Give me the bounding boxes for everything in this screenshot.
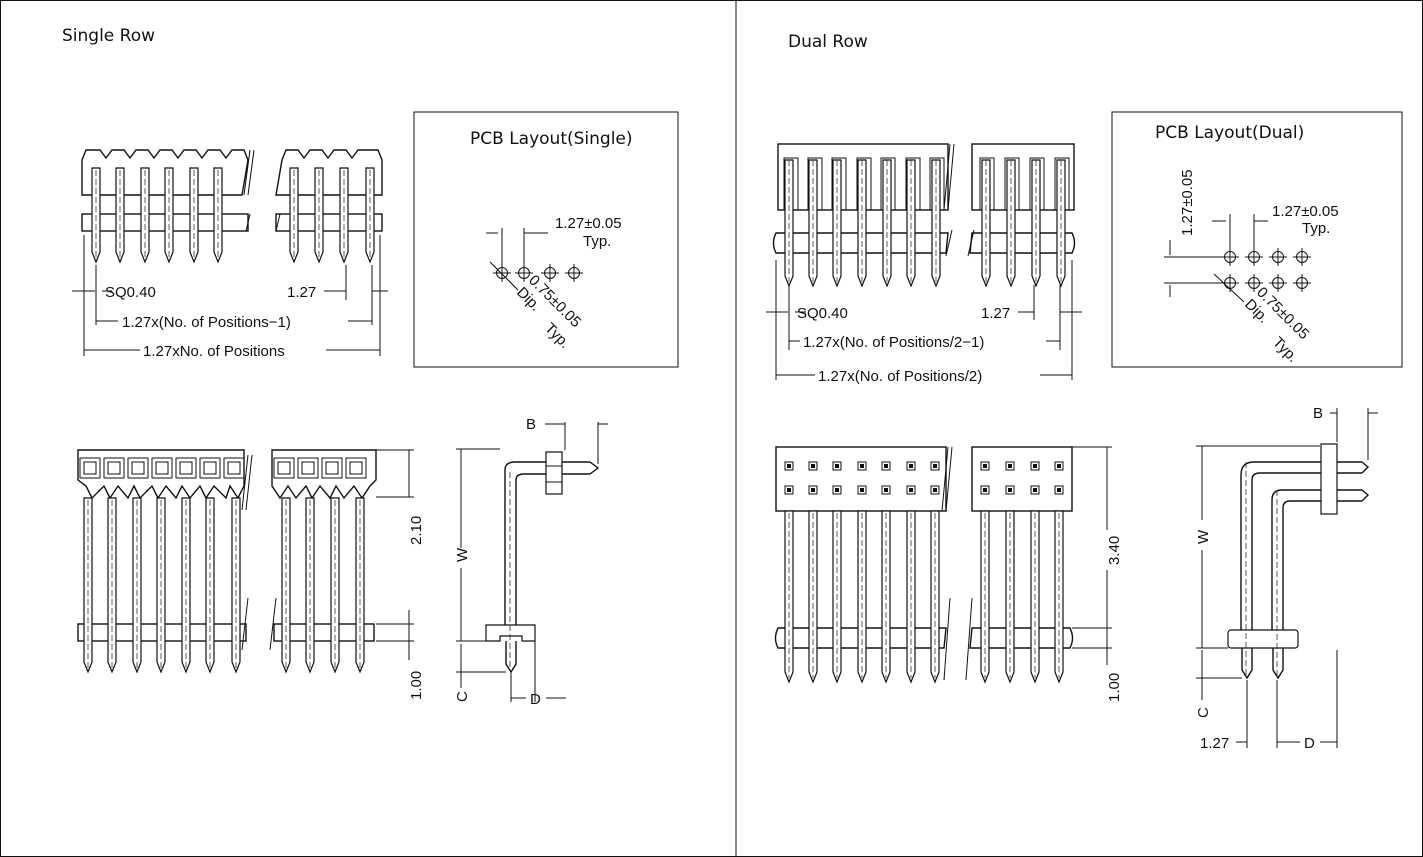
single-side-w: W (454, 547, 471, 562)
dual-top-body-right (969, 232, 1076, 254)
single-front-cell (297, 457, 319, 479)
single-front-cell (175, 457, 197, 479)
dual-pitch-dim: 1.27 (981, 305, 1010, 322)
dual-front-cell (980, 485, 990, 495)
dual-front-cell (857, 485, 867, 495)
dual-front-cell (1054, 485, 1064, 495)
single-front-view (77, 449, 377, 674)
dual-pcb-pitch-v: 1.27±0.05 (1179, 169, 1196, 236)
dual-top-housing-right (971, 143, 1075, 211)
dual-side-b: B (1313, 405, 1323, 422)
dual-row-title: Dual Row (788, 32, 868, 52)
dual-front-cell (881, 461, 891, 471)
single-side-c: C (454, 691, 471, 702)
dual-top-dims: SQ0.40 1.27 1.27x(No. of Positions/2−1) … (766, 260, 1082, 385)
single-front-cell (79, 457, 101, 479)
single-span2-dim: 1.27xNo. of Positions (143, 343, 285, 360)
dual-side-c: C (1195, 707, 1212, 718)
dual-side-pitch: 1.27 (1200, 735, 1229, 752)
dual-front-base-right (969, 627, 1074, 649)
dual-front-housing-right (971, 446, 1073, 512)
single-front-cell (151, 457, 173, 479)
dual-pcb-dims (1164, 214, 1268, 303)
single-front-housing-left (77, 449, 245, 500)
dual-front-cell (881, 485, 891, 495)
dual-side-w: W (1195, 529, 1212, 544)
single-pcb-title: PCB Layout(Single) (470, 129, 633, 149)
single-front-cell (223, 457, 245, 479)
dual-pcb-typ: Typ. (1302, 220, 1330, 237)
dual-front-view (774, 446, 1074, 684)
dual-tail-dim: 1.00 (1106, 673, 1123, 702)
single-height-dim: 2.10 (408, 516, 425, 545)
dual-front-cell (906, 461, 916, 471)
single-pcb-dims (486, 228, 548, 291)
dual-front-cell (1054, 461, 1064, 471)
single-pcb-pitch: 1.27±0.05 (555, 215, 622, 232)
single-top-housing-right (275, 149, 383, 196)
single-front-housing-right (271, 449, 377, 500)
dual-front-cell (784, 461, 794, 471)
single-pcb-holes (493, 264, 583, 282)
dual-pcb-pitch-h: 1.27±0.05 (1272, 203, 1339, 220)
single-side-view (456, 422, 608, 702)
dual-front-cell (832, 461, 842, 471)
single-top-housing-left (81, 149, 249, 196)
dual-front-cell (808, 461, 818, 471)
single-pcb-layout-box (413, 111, 679, 368)
dual-front-cell (1030, 461, 1040, 471)
dual-span2-dim: 1.27x(No. of Positions/2) (818, 368, 982, 385)
dual-pcb-layout-box (1111, 111, 1403, 368)
single-pitch-dim: 1.27 (287, 284, 316, 301)
single-front-cell (321, 457, 343, 479)
single-top-view (81, 149, 383, 264)
dual-front-cell (930, 485, 940, 495)
single-front-dims (376, 449, 414, 660)
dual-front-cell (808, 485, 818, 495)
single-row-title: Single Row (62, 26, 155, 46)
dual-front-cell (1005, 485, 1015, 495)
dual-front-cell (930, 461, 940, 471)
dual-front-cell (1030, 485, 1040, 495)
single-front-cell (273, 457, 295, 479)
single-side-d: D (530, 691, 541, 708)
dual-top-view (772, 143, 1076, 288)
dual-front-base-left (774, 627, 947, 649)
single-span1-dim: 1.27x(No. of Positions−1) (122, 314, 291, 331)
single-front-cell (199, 457, 221, 479)
dual-span1-dim: 1.27x(No. of Positions/2−1) (803, 334, 984, 351)
dual-front-housing-left (775, 446, 947, 512)
dual-front-cell (1005, 461, 1015, 471)
single-top-body-right (275, 213, 383, 232)
dual-side-view (1196, 408, 1378, 748)
dual-front-cell (906, 485, 916, 495)
dual-front-dims (1072, 446, 1112, 665)
single-front-cell (103, 457, 125, 479)
single-front-base-right (273, 623, 375, 642)
dual-front-cell (832, 485, 842, 495)
dual-side-d: D (1304, 735, 1315, 752)
dual-top-body-left (772, 232, 949, 254)
single-pcb-typ: Typ. (583, 233, 611, 250)
dual-sq-dim: SQ0.40 (797, 305, 848, 322)
single-tail-dim: 1.00 (408, 671, 425, 700)
single-front-cell (127, 457, 149, 479)
dual-height-dim: 3.40 (1106, 536, 1123, 565)
dual-pcb-title: PCB Layout(Dual) (1155, 123, 1304, 143)
dual-front-cell (857, 461, 867, 471)
dual-front-cell (980, 461, 990, 471)
single-side-b: B (526, 416, 536, 433)
dual-front-cell (784, 485, 794, 495)
single-front-cell (345, 457, 367, 479)
single-top-dims: SQ0.40 1.27 1.27x(No. of Positions−1) 1.… (72, 235, 388, 360)
single-sq-dim: SQ0.40 (105, 284, 156, 301)
